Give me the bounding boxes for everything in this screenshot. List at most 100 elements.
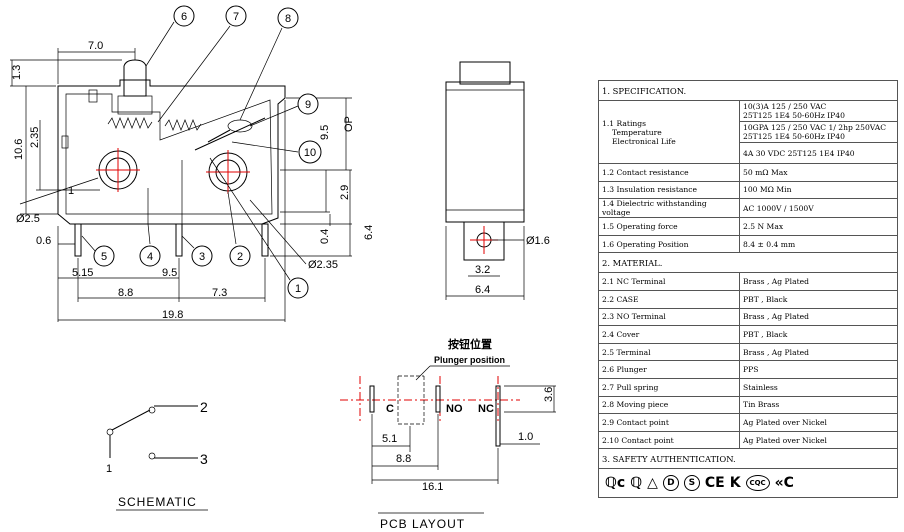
ratings-value-line: 25T125 1E4 50-60Hz IP40 (743, 132, 845, 141)
kema-mark: K (729, 475, 741, 492)
spec-value: 100 MΩ Min (739, 180, 898, 200)
technical-drawing: 1 7.0 1.3 10.6 2.35 Ø2.5 0.6 9.5 OP 2.9 … (10, 5, 556, 531)
cqc-mark: CQC (745, 475, 770, 492)
plunger-outline (397, 375, 425, 425)
dim-6-4-side: 6.4 (475, 284, 490, 296)
side-view: Ø1.6 3.2 6.4 (445, 61, 550, 300)
callout-5: 5 (81, 235, 115, 267)
dim-2-9: 2.9 (339, 185, 351, 200)
spec-key: 1.3 Insulation resistance (598, 180, 740, 200)
spec-row-ratings: 1.1 Ratings Temperature Electronical Lif… (598, 100, 898, 164)
dim-hole-2-35: Ø2.35 (308, 259, 338, 271)
dim-5-15: 5.15 (72, 267, 93, 279)
leader-line (415, 365, 431, 381)
side-body (445, 81, 525, 223)
dim-0-6: 0.6 (36, 235, 51, 247)
ratings-value: 10(3)A 125 / 250 VAC 25T125 1E4 50-60Hz … (739, 100, 898, 122)
spec-value: 50 mΩ Max (739, 163, 898, 182)
plunger-position-en: Plunger position (434, 355, 505, 365)
dim-7-3: 7.3 (212, 287, 227, 299)
callout-1: 1 (209, 157, 309, 299)
dim-hole-1-6: Ø1.6 (526, 235, 550, 247)
spec-value: Ag Plated over Nickel (739, 413, 898, 432)
svg-text:5: 5 (101, 251, 107, 263)
callout-6: 6 (145, 5, 195, 67)
spec-value: PBT , Black (739, 325, 898, 344)
label-no: NO (446, 403, 463, 415)
spec-key: 2.3 NO Terminal (598, 307, 740, 327)
spec-value: 2.5 N Max (739, 217, 898, 236)
dim-8-8-pcb: 8.8 (396, 453, 411, 465)
spec-key: 2.6 Plunger (598, 360, 740, 379)
svg-text:2: 2 (237, 251, 243, 263)
pull-spring (107, 117, 153, 129)
ratings-label-line: Electronical Life (612, 136, 676, 146)
ratings-label-line: Temperature (612, 127, 662, 137)
pin-label-1: 1 (106, 463, 112, 475)
dim-6-4: 6.4 (363, 225, 375, 240)
spec-key: 2.4 Cover (598, 325, 740, 344)
ratings-label: 1.1 Ratings Temperature Electronical Lif… (598, 100, 740, 164)
dim-1-3: 1.3 (11, 65, 23, 80)
pcb-title: PCB LAYOUT (380, 517, 465, 531)
side-terminal (463, 221, 505, 261)
dim-10-6: 10.6 (13, 139, 25, 160)
leader-line (19, 177, 99, 205)
label-c: C (386, 403, 394, 415)
spec-key: 1.6 Operating Position (598, 234, 740, 254)
pad-c (369, 385, 375, 413)
plunger-position-cn: 按钮位置 (448, 337, 492, 351)
callout-3: 3 (181, 235, 213, 267)
svg-text:3: 3 (199, 251, 205, 263)
spec-key: 2.9 Contact point (598, 413, 740, 432)
ratings-value-line: 25T125 1E4 50-60Hz IP40 (743, 111, 845, 120)
section-heading: 2. MATERIAL. (598, 252, 898, 274)
terminal-3 (175, 223, 183, 257)
pin-node (148, 452, 156, 460)
spec-section-1: 1. SPECIFICATION. (598, 80, 898, 101)
dim-0-4: 0.4 (319, 229, 331, 244)
ratings-value-line: 10(3)A 125 / 250 VAC (743, 102, 827, 111)
callout-9: 9 (249, 93, 319, 127)
section-heading: 1. SPECIFICATION. (598, 80, 898, 101)
spec-value: Brass , Ag Plated (739, 272, 898, 291)
ratings-value: 10GPA 125 / 250 VAC 1/ 2hp 250VAC 25T125… (739, 121, 898, 143)
switch-body-outline (57, 79, 286, 225)
spec-value: Brass , Ag Plated (739, 307, 898, 327)
terminal-5 (74, 223, 82, 257)
spec-value: 8.4 ± 0.4 mm (739, 234, 898, 254)
spec-value: Brass , Ag Plated (739, 342, 898, 362)
case-notch (61, 135, 69, 149)
pad-nc (495, 385, 501, 447)
dim-9-5: 9.5 (319, 125, 331, 140)
spec-value: Tin Brass (739, 395, 898, 415)
svg-text:7: 7 (233, 11, 239, 23)
schematic: 1 2 3 SCHEMATIC (106, 399, 208, 511)
svg-text:6: 6 (181, 11, 187, 23)
terminal-1 (261, 223, 269, 257)
dim-5-1: 5.1 (382, 433, 397, 445)
svg-text:10: 10 (304, 147, 316, 159)
cert-row: ℚc ℚ △ D S CE K CQC «C (598, 468, 898, 499)
spring-right (164, 119, 202, 131)
callout-4: 4 (139, 223, 161, 267)
spec-value: PPS (739, 360, 898, 379)
front-view: 1 7.0 1.3 10.6 2.35 Ø2.5 0.6 9.5 OP 2.9 … (10, 5, 375, 322)
spec-key: 1.4 Dielectric withstanding voltage (598, 198, 740, 219)
demko-mark: D (662, 475, 679, 492)
spec-key: 1.2 Contact resistance (598, 163, 740, 182)
dim-9-5-bottom: 9.5 (162, 267, 177, 279)
ce-mark: CE (704, 475, 725, 492)
moving-piece (194, 117, 266, 151)
